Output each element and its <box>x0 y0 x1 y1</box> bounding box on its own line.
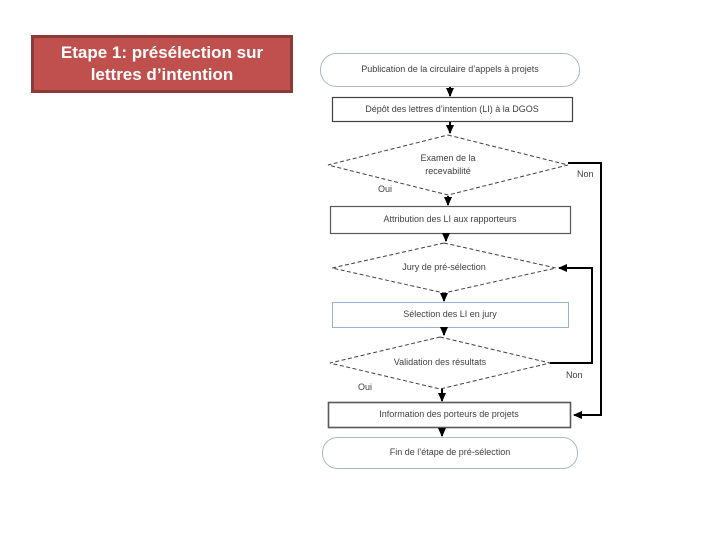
node-jury-label: Jury de pré-sélection <box>402 262 486 273</box>
connector-examen-non <box>568 162 602 419</box>
connector-validation-non <box>550 264 593 364</box>
node-examen-label: Examen de la recevabilité <box>420 152 476 176</box>
process-attribution-shape <box>329 205 572 235</box>
process-selection-shape <box>332 302 569 328</box>
node-attribution-label: Attribution des LI aux rapporteurs <box>383 214 517 225</box>
branch-label-validation-oui: Oui <box>358 382 373 392</box>
slide-title-line2: lettres d’intention <box>90 65 234 84</box>
node-validation-label: Validation des résultats <box>393 357 487 368</box>
process-depot-shape <box>331 96 574 123</box>
decision-examen-shape <box>327 134 569 196</box>
branch-label-examen-non: Non <box>577 169 594 179</box>
branch-label-validation-non: Non <box>566 370 583 380</box>
node-information-label: Information des porteurs de projets <box>379 409 519 420</box>
process-information-shape <box>327 401 572 429</box>
branch-label-examen-oui: Oui <box>378 184 393 194</box>
terminator-publication-shape <box>320 53 580 87</box>
node-selection-label: Sélection des LI en jury <box>403 309 497 320</box>
slide-title: Etape 1: présélection sur lettres d’inte… <box>31 35 293 93</box>
decision-validation-shape <box>329 336 551 390</box>
slide-title-line1: Etape 1: présélection sur <box>60 42 264 62</box>
node-fin-label: Fin de l’étape de pré-sélection <box>389 447 511 458</box>
terminator-fin-shape <box>322 437 578 469</box>
node-depot-label: Dépôt des lettres d’intention (LI) à la … <box>365 103 539 114</box>
node-publication-label: Publication de la circulaire d’appels à … <box>361 64 539 75</box>
